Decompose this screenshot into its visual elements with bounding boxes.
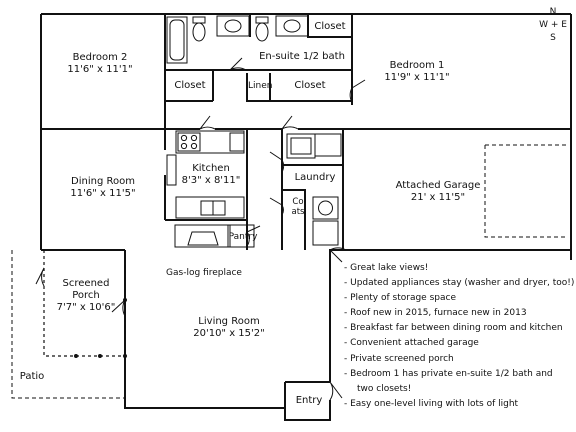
toilet-tank-left xyxy=(192,16,206,24)
fireplace-box xyxy=(187,231,219,246)
bedroom2-name: Bedroom 2 xyxy=(72,52,128,63)
dining-name: Dining Room xyxy=(71,176,135,187)
vanity-left xyxy=(216,15,250,37)
burner-2 xyxy=(190,134,198,142)
door-bath xyxy=(229,57,247,71)
door-porch xyxy=(35,267,45,287)
door-garage xyxy=(329,247,347,263)
patio-outline xyxy=(11,250,125,399)
door-closet-bed1 xyxy=(349,79,366,103)
porch-dims: 7'7" x 10'6" xyxy=(56,302,116,313)
porch-post xyxy=(98,354,102,358)
wall-closet-bed2 xyxy=(165,70,214,102)
compass-south: S xyxy=(550,33,556,43)
vanity-right xyxy=(275,15,309,37)
door-bedroom1 xyxy=(281,115,299,130)
compass-rose: N W + E S xyxy=(538,6,568,45)
garage-label: Attached Garage 21' x 11'5" xyxy=(388,180,488,204)
closet-bedroom2-label: Closet xyxy=(174,80,206,91)
bedroom1-name: Bedroom 1 xyxy=(389,60,445,71)
garage-name: Attached Garage xyxy=(395,180,481,191)
laundry-tub-inner xyxy=(290,137,312,155)
tub-inner xyxy=(169,19,185,61)
feature-item: - Easy one-level living with lots of lig… xyxy=(344,398,519,409)
living-name: Living Room xyxy=(198,316,260,327)
feature-item: - Bedroom 1 has private en-suite 1/2 bat… xyxy=(344,368,553,379)
counter-left xyxy=(166,154,177,186)
burner-4 xyxy=(190,142,198,150)
sink-left xyxy=(224,19,242,33)
sink-right xyxy=(283,19,301,33)
fireplace-hearth xyxy=(174,224,231,248)
feature-item: - Roof new in 2015, furnace new in 2013 xyxy=(344,308,527,319)
laundry-counter xyxy=(314,133,342,157)
feature-item: - Updated appliances stay (washer and dr… xyxy=(344,278,575,289)
compass-west-east: W + E xyxy=(539,20,567,30)
dining-label: Dining Room 11'6" x 11'5" xyxy=(58,176,148,200)
ensuite-label: En-suite 1/2 bath xyxy=(259,51,345,62)
feature-list: - Great lake views! - Updated appliances… xyxy=(344,261,575,412)
closet-bedroom1-label: Closet xyxy=(294,80,326,91)
coats-label: Coats xyxy=(291,197,305,217)
wall-linen xyxy=(246,73,271,102)
porch-name: Screened Porch xyxy=(62,278,110,301)
washer-drum xyxy=(318,200,333,216)
bathtub xyxy=(166,16,188,64)
linen-label: Linen xyxy=(248,81,273,91)
compass-north: N xyxy=(549,7,557,17)
feature-item: - Private screened porch xyxy=(344,353,454,364)
burner-3 xyxy=(180,142,188,150)
door-bedroom2 xyxy=(199,115,216,130)
garage-door xyxy=(484,144,567,238)
counter-bottom xyxy=(175,196,245,219)
door-entry xyxy=(329,381,343,401)
door-coats xyxy=(269,197,284,216)
living-dims: 20'10" x 15'2" xyxy=(193,328,265,339)
toilet-bowl-right xyxy=(255,22,269,42)
bedroom1-dims: 11'9" x 11'1" xyxy=(384,72,450,83)
fridge xyxy=(229,132,245,152)
porch-post xyxy=(123,298,127,302)
bedroom2-label: Bedroom 2 11'6" x 11'1" xyxy=(60,52,140,76)
bedroom1-label: Bedroom 1 11'9" x 11'1" xyxy=(372,60,462,84)
patio-label: Patio xyxy=(19,371,45,382)
wall-coats xyxy=(282,189,306,250)
feature-item: - Convenient attached garage xyxy=(344,338,479,349)
outer-wall-garage-bottom xyxy=(329,249,571,260)
dining-dims: 11'6" x 11'5" xyxy=(70,188,136,199)
feature-item-continuation: two closets! xyxy=(357,383,412,394)
bedroom2-dims: 11'6" x 11'1" xyxy=(67,64,133,75)
kitchen-name: Kitchen xyxy=(192,163,230,174)
garage-dims: 21' x 11'5" xyxy=(410,192,466,203)
porch-label: Screened Porch 7'7" x 10'6" xyxy=(50,278,122,314)
closet-top-label: Closet xyxy=(314,21,346,32)
fireplace-label: Gas-log fireplace xyxy=(166,268,242,278)
pantry-label: Pantry xyxy=(228,232,258,242)
entry-wall xyxy=(284,381,331,421)
feature-item: - Great lake views! xyxy=(344,263,429,273)
laundry-label: Laundry xyxy=(294,172,336,183)
kitchen-dims: 8'3" x 8'11" xyxy=(181,175,241,186)
toilet-bowl-left xyxy=(192,22,206,42)
feature-item: - Plenty of storage space xyxy=(344,293,456,304)
washer xyxy=(312,196,339,220)
feature-item: - Breakfast far between dining room and … xyxy=(344,323,563,334)
kitchen-label: Kitchen 8'3" x 8'11" xyxy=(178,163,244,187)
entry-label: Entry xyxy=(295,395,323,406)
door-pantry xyxy=(246,225,261,247)
burner-1 xyxy=(180,134,188,142)
range xyxy=(177,132,201,152)
porch-post xyxy=(123,354,127,358)
porch-post xyxy=(74,354,78,358)
dryer xyxy=(312,220,339,246)
toilet-tank-right xyxy=(255,16,269,24)
counter-top xyxy=(175,130,245,154)
pantry-box xyxy=(227,224,255,248)
door-laundry xyxy=(269,151,285,173)
living-label: Living Room 20'10" x 15'2" xyxy=(184,316,274,340)
